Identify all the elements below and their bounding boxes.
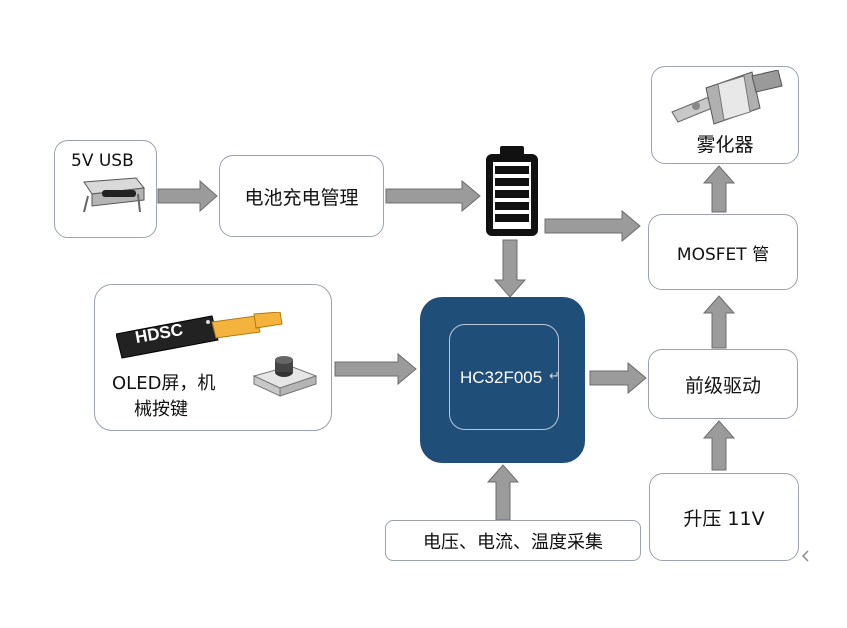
mcu-inner-frame — [449, 324, 559, 430]
predriver-label: 前级驱动 — [684, 374, 761, 397]
usb-c-connector-icon — [83, 177, 145, 213]
arrow-battery-to-mosfet — [544, 209, 641, 243]
arrow-boost-to-predriver — [702, 420, 736, 471]
node-mosfet: MOSFET 管 — [648, 214, 798, 290]
mcu-label: HC32F005 — [460, 368, 543, 387]
node-sense: 电压、电流、温度采集 — [385, 520, 641, 561]
node-oled-keys — [94, 284, 332, 431]
arrow-usb-to-charge — [157, 179, 218, 213]
sense-label: 电压、电流、温度采集 — [423, 531, 603, 553]
battery-icon — [486, 146, 538, 236]
oled-label-line2: 械按键 — [134, 399, 188, 420]
oled-label-line1: OLED屏，机 — [112, 373, 216, 394]
atomizer-label: 雾化器 — [696, 134, 754, 156]
arrow-mcu-to-predriver — [589, 361, 647, 395]
boost-label: 升压 11V — [683, 507, 765, 530]
arrow-predriver-to-mosfet — [702, 295, 736, 349]
usb-label: 5V USB — [71, 151, 134, 171]
mcu-cursor-glyph: ↵ — [549, 369, 560, 384]
edge-mark — [801, 550, 809, 562]
node-predriver: 前级驱动 — [648, 349, 798, 419]
oled-module-icon — [116, 312, 283, 359]
node-boost: 升压 11V — [649, 473, 799, 561]
charge-manager-label: 电池充电管理 — [244, 186, 359, 209]
node-charge-manager: 电池充电管理 — [219, 155, 384, 237]
arrow-battery-to-mcu — [493, 239, 527, 298]
arrow-oled-to-mcu — [334, 352, 417, 386]
arrow-mosfet-to-atomizer — [702, 165, 736, 213]
mosfet-label: MOSFET 管 — [676, 244, 770, 265]
node-mcu: HC32F005 ↵ — [420, 297, 585, 463]
arrow-charge-to-battery — [385, 179, 481, 213]
atomizer-icon — [671, 70, 783, 125]
tact-switch-icon — [252, 356, 318, 397]
arrow-sense-to-mcu — [486, 464, 520, 521]
